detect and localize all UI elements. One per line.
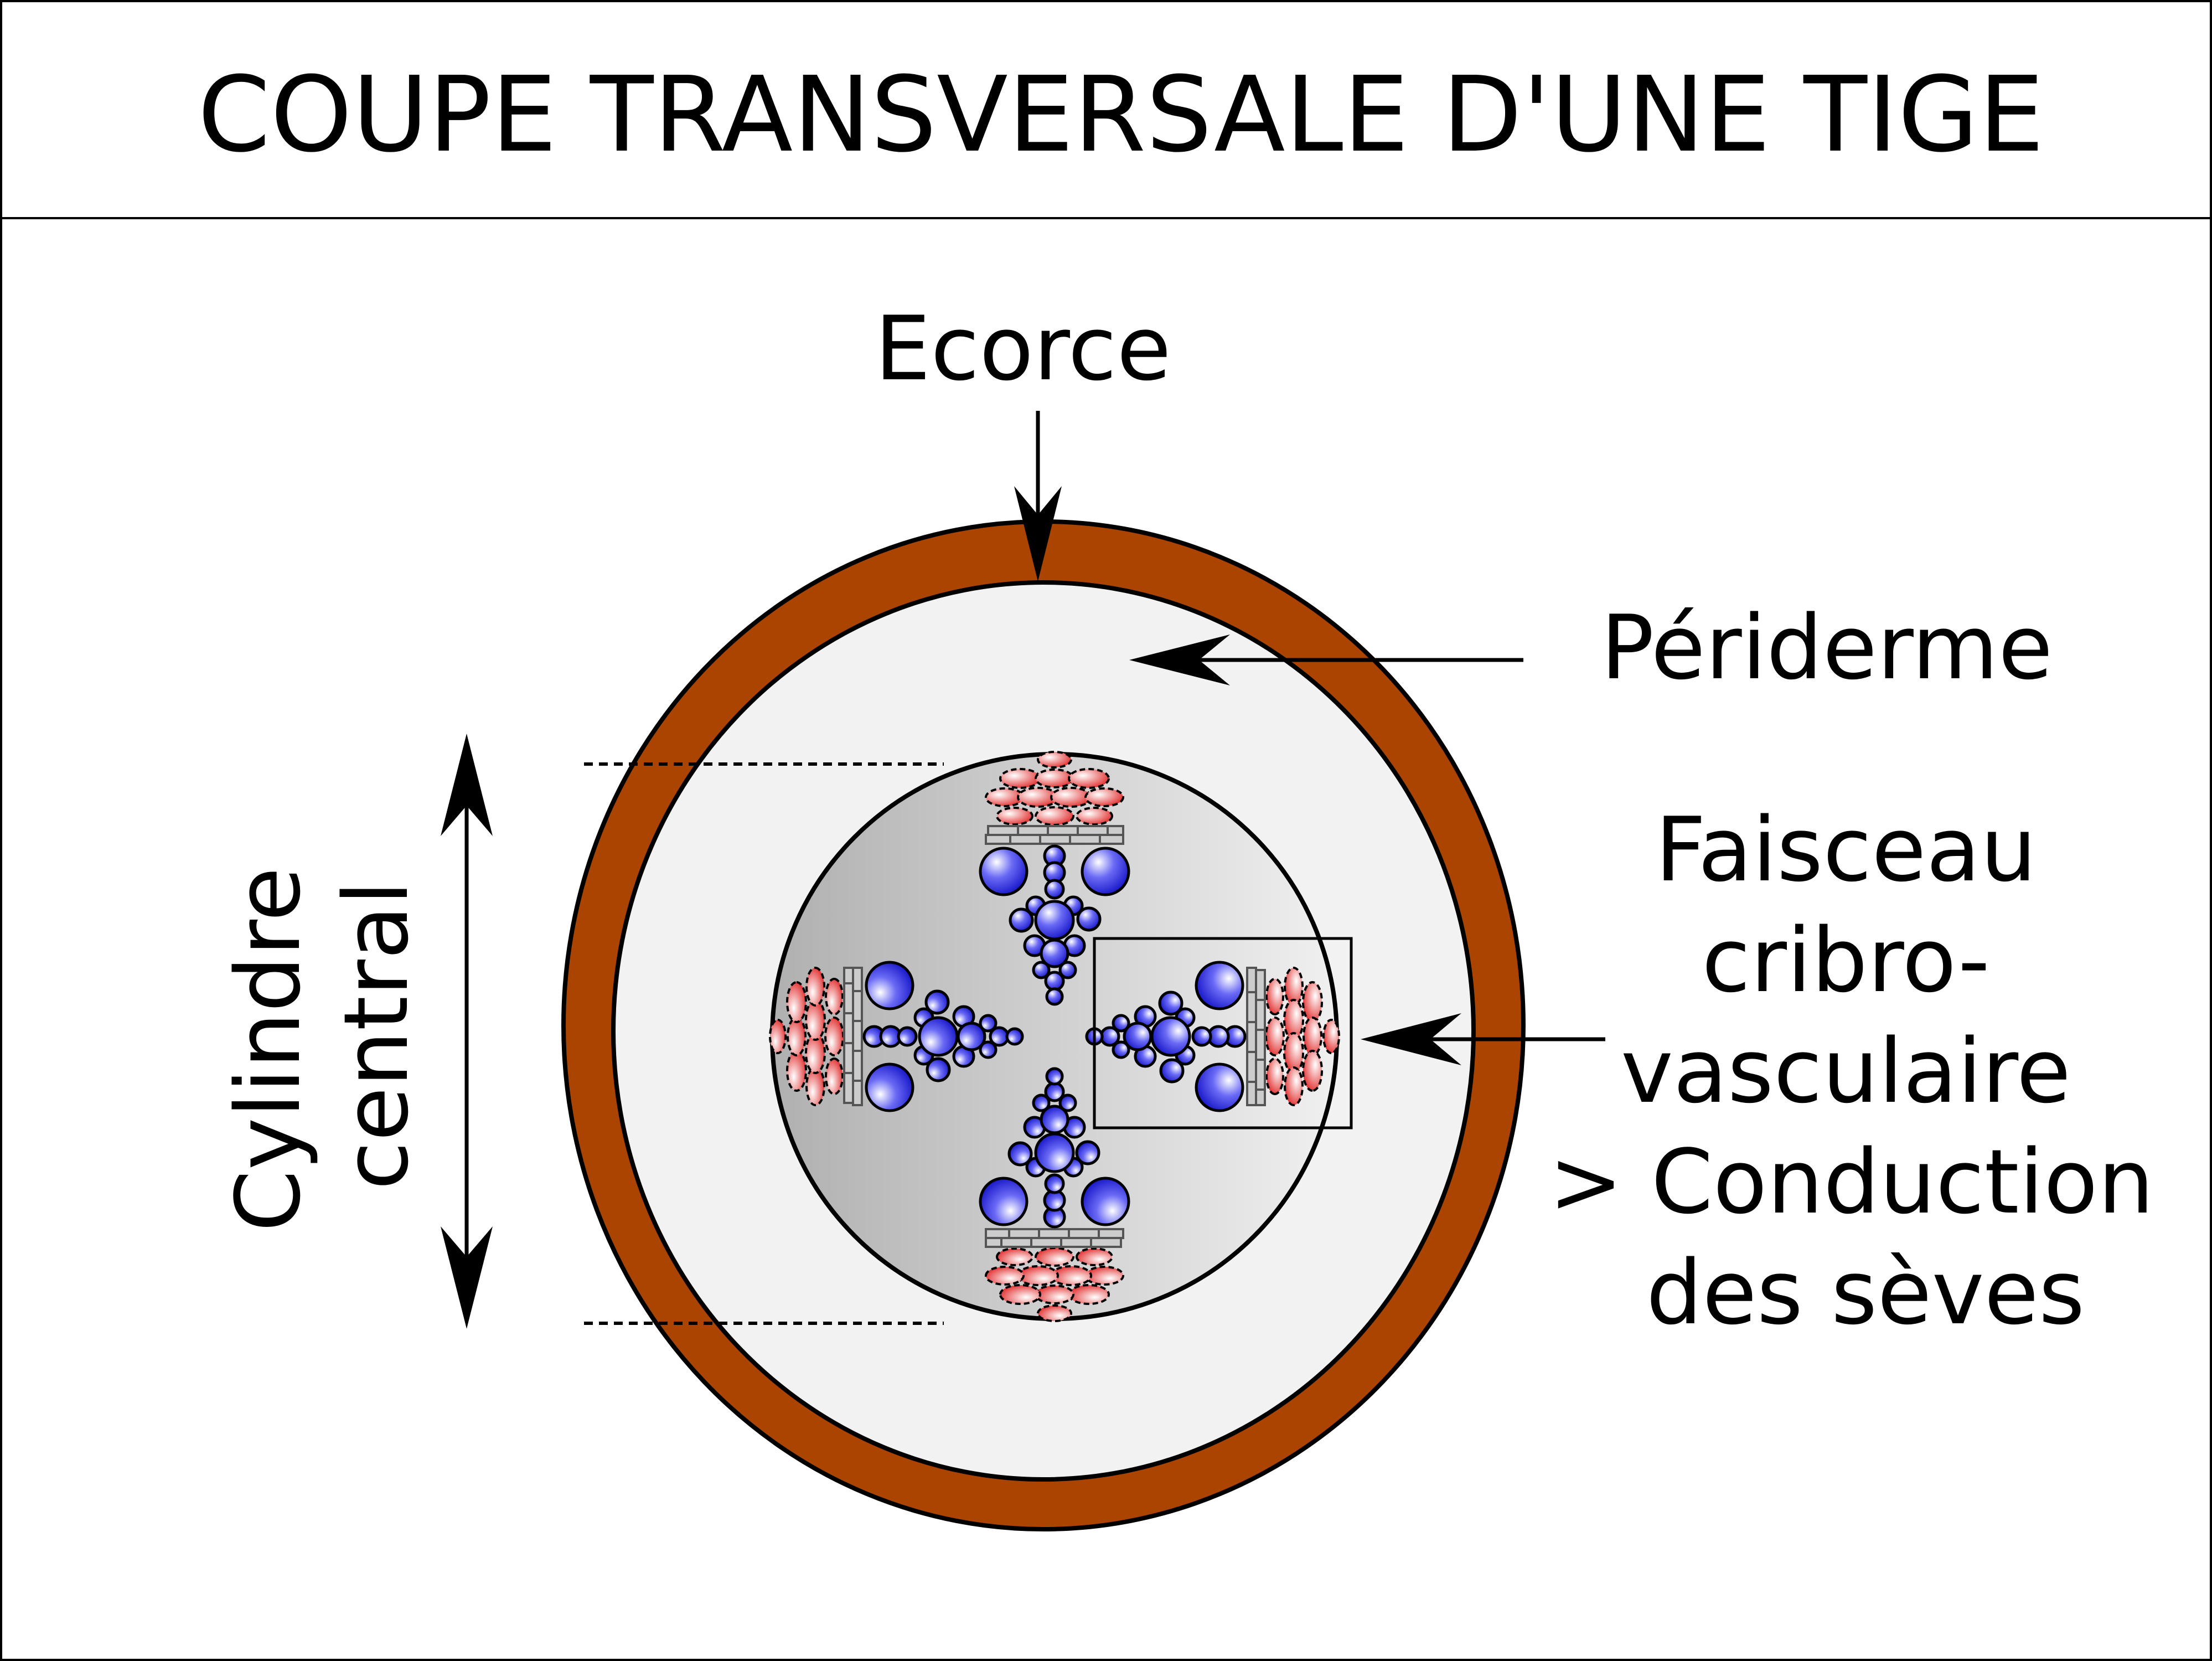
label-periderme: Périderme bbox=[1601, 596, 2053, 699]
arrow-ecorce-head bbox=[1014, 486, 1062, 581]
bundle-highlight-box bbox=[1093, 937, 1353, 1129]
label-cylindre-central: Cylindre central bbox=[216, 839, 428, 1232]
double-arrow-head-top bbox=[441, 734, 493, 836]
arrow-periderme-head bbox=[1129, 635, 1230, 685]
double-arrow-head-bottom bbox=[441, 1226, 493, 1329]
arrow-faisceau-head bbox=[1361, 1013, 1461, 1065]
label-faisceau: Faisceau cribro- vasculaire > Conduction… bbox=[1549, 798, 2182, 1344]
label-ecorce: Ecorce bbox=[875, 297, 1171, 400]
page-title: COUPE TRANSVERSALE D'UNE TIGE bbox=[198, 54, 2044, 176]
